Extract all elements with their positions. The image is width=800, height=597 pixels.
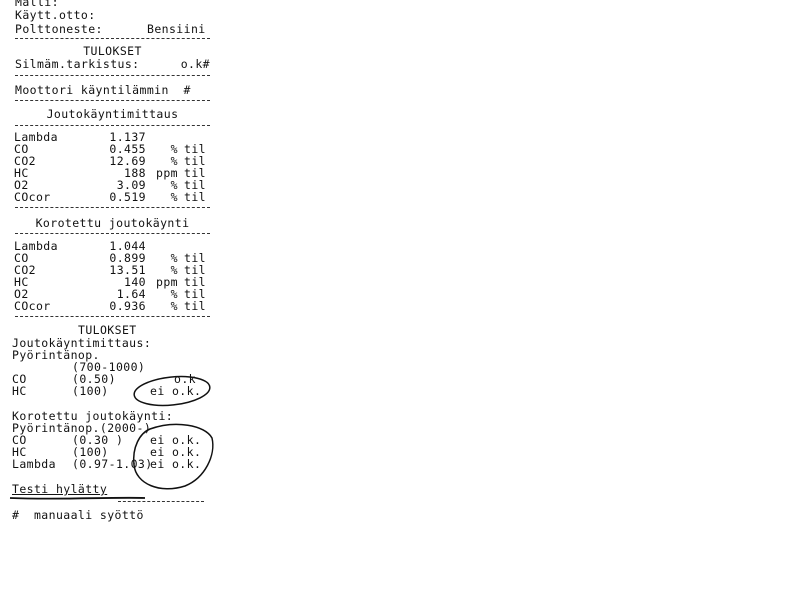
measure-value: 1.137 [109,130,146,144]
idle-limits-title: Joutokäyntimittaus: [12,336,152,350]
measure-flag: til [184,142,206,156]
limit-name: HC [12,445,27,459]
measure-name: Lambda [14,130,58,144]
measure-value: 1.044 [109,239,146,253]
measure-value: 0.455 [109,142,146,156]
measure-unit: ppm [156,166,178,180]
measure-unit: % [170,154,178,168]
measure-flag: til [184,275,206,289]
measure-name: CO2 [14,263,36,277]
limit-value: (100) [72,445,109,459]
limit-verdict: ei o.k. [150,384,202,398]
limit-verdict: ei o.k. [150,457,202,471]
results-title: TULOKSET [78,323,137,337]
measure-flag: til [184,251,206,265]
measure-value: 140 [124,275,146,289]
manual-entry-note: # manuaali syöttö [12,508,144,522]
measure-name: HC [14,166,29,180]
measure-flag: til [184,166,206,180]
divider [15,38,210,39]
divider [15,125,210,126]
visual-check-label: Silmäm.tarkistus: [15,57,140,71]
divider [15,100,210,101]
commissioning-label: Käytt.otto: [15,8,96,22]
rpm-label: Pyörintänop. [12,348,100,362]
divider [15,75,210,76]
measure-name: HC [14,275,29,289]
measure-value: 0.936 [109,299,146,313]
fuel-label: Polttoneste: [15,22,103,36]
measure-name: CO [14,142,29,156]
measure-name: O2 [14,178,29,192]
measure-value: 0.519 [109,190,146,204]
measure-name: CO2 [14,154,36,168]
measure-name: CO [14,251,29,265]
rpm-range: (700-1000) [72,360,146,374]
limit-value: (0.97-1.03) [72,457,153,471]
divider [15,233,210,234]
handwritten-marks [9,375,214,500]
limit-value: (0.50) [72,372,116,386]
measure-unit: ppm [156,275,178,289]
limit-verdict: ei o.k. [150,445,202,459]
measure-unit: % [170,142,178,156]
engine-warm-label: Moottori käyntilämmin # [15,83,191,97]
measure-unit: % [170,190,178,204]
inspection-receipt: Malli: Käytt.otto: Polttoneste: Bensiini… [0,0,232,530]
fuel-value: Bensiini [147,22,206,36]
measure-flag: til [184,190,206,204]
raised-idle-title: Korotettu joutokäynti [35,216,190,230]
measure-unit: % [170,251,178,265]
measure-unit: % [170,178,178,192]
divider [118,501,204,502]
limit-value: (100) [72,384,109,398]
limit-value: (0.30 ) [72,433,124,447]
measure-unit: % [170,263,178,277]
limit-name: HC [12,384,27,398]
measure-name: COcor [14,299,51,313]
measure-value: 13.51 [109,263,146,277]
measure-flag: til [184,178,206,192]
measure-value: 0.899 [109,251,146,265]
measure-name: O2 [14,287,29,301]
raised-limits-title: Korotettu joutokäynti: [12,409,174,423]
handwritten-circle [132,423,214,490]
model-label: Malli: [15,0,59,9]
divider [15,316,210,317]
visual-check-value: o.k# [180,57,210,71]
divider [15,207,210,208]
measure-flag: til [184,287,206,301]
test-verdict: Testi hylätty [12,482,108,496]
measure-unit: % [170,287,178,301]
raised-rpm-label: Pyörintänop.(2000-) [12,421,152,435]
measure-flag: til [184,299,206,313]
measure-value: 3.09 [116,178,146,192]
results-title: TULOKSET [83,44,142,58]
measure-value: 1.64 [116,287,146,301]
limit-name: CO [12,433,27,447]
handwritten-underline [9,496,146,500]
handwritten-circle [133,375,211,407]
measure-value: 188 [124,166,146,180]
measure-flag: til [184,263,206,277]
measure-name: Lambda [14,239,58,253]
measure-value: 12.69 [109,154,146,168]
limit-name: Lambda [12,457,56,471]
measure-name: COcor [14,190,51,204]
limit-name: CO [12,372,27,386]
measure-unit: % [170,299,178,313]
measure-flag: til [184,154,206,168]
limit-verdict: ei o.k. [150,433,202,447]
idle-measurement-title: Joutokäyntimittaus [46,107,179,121]
